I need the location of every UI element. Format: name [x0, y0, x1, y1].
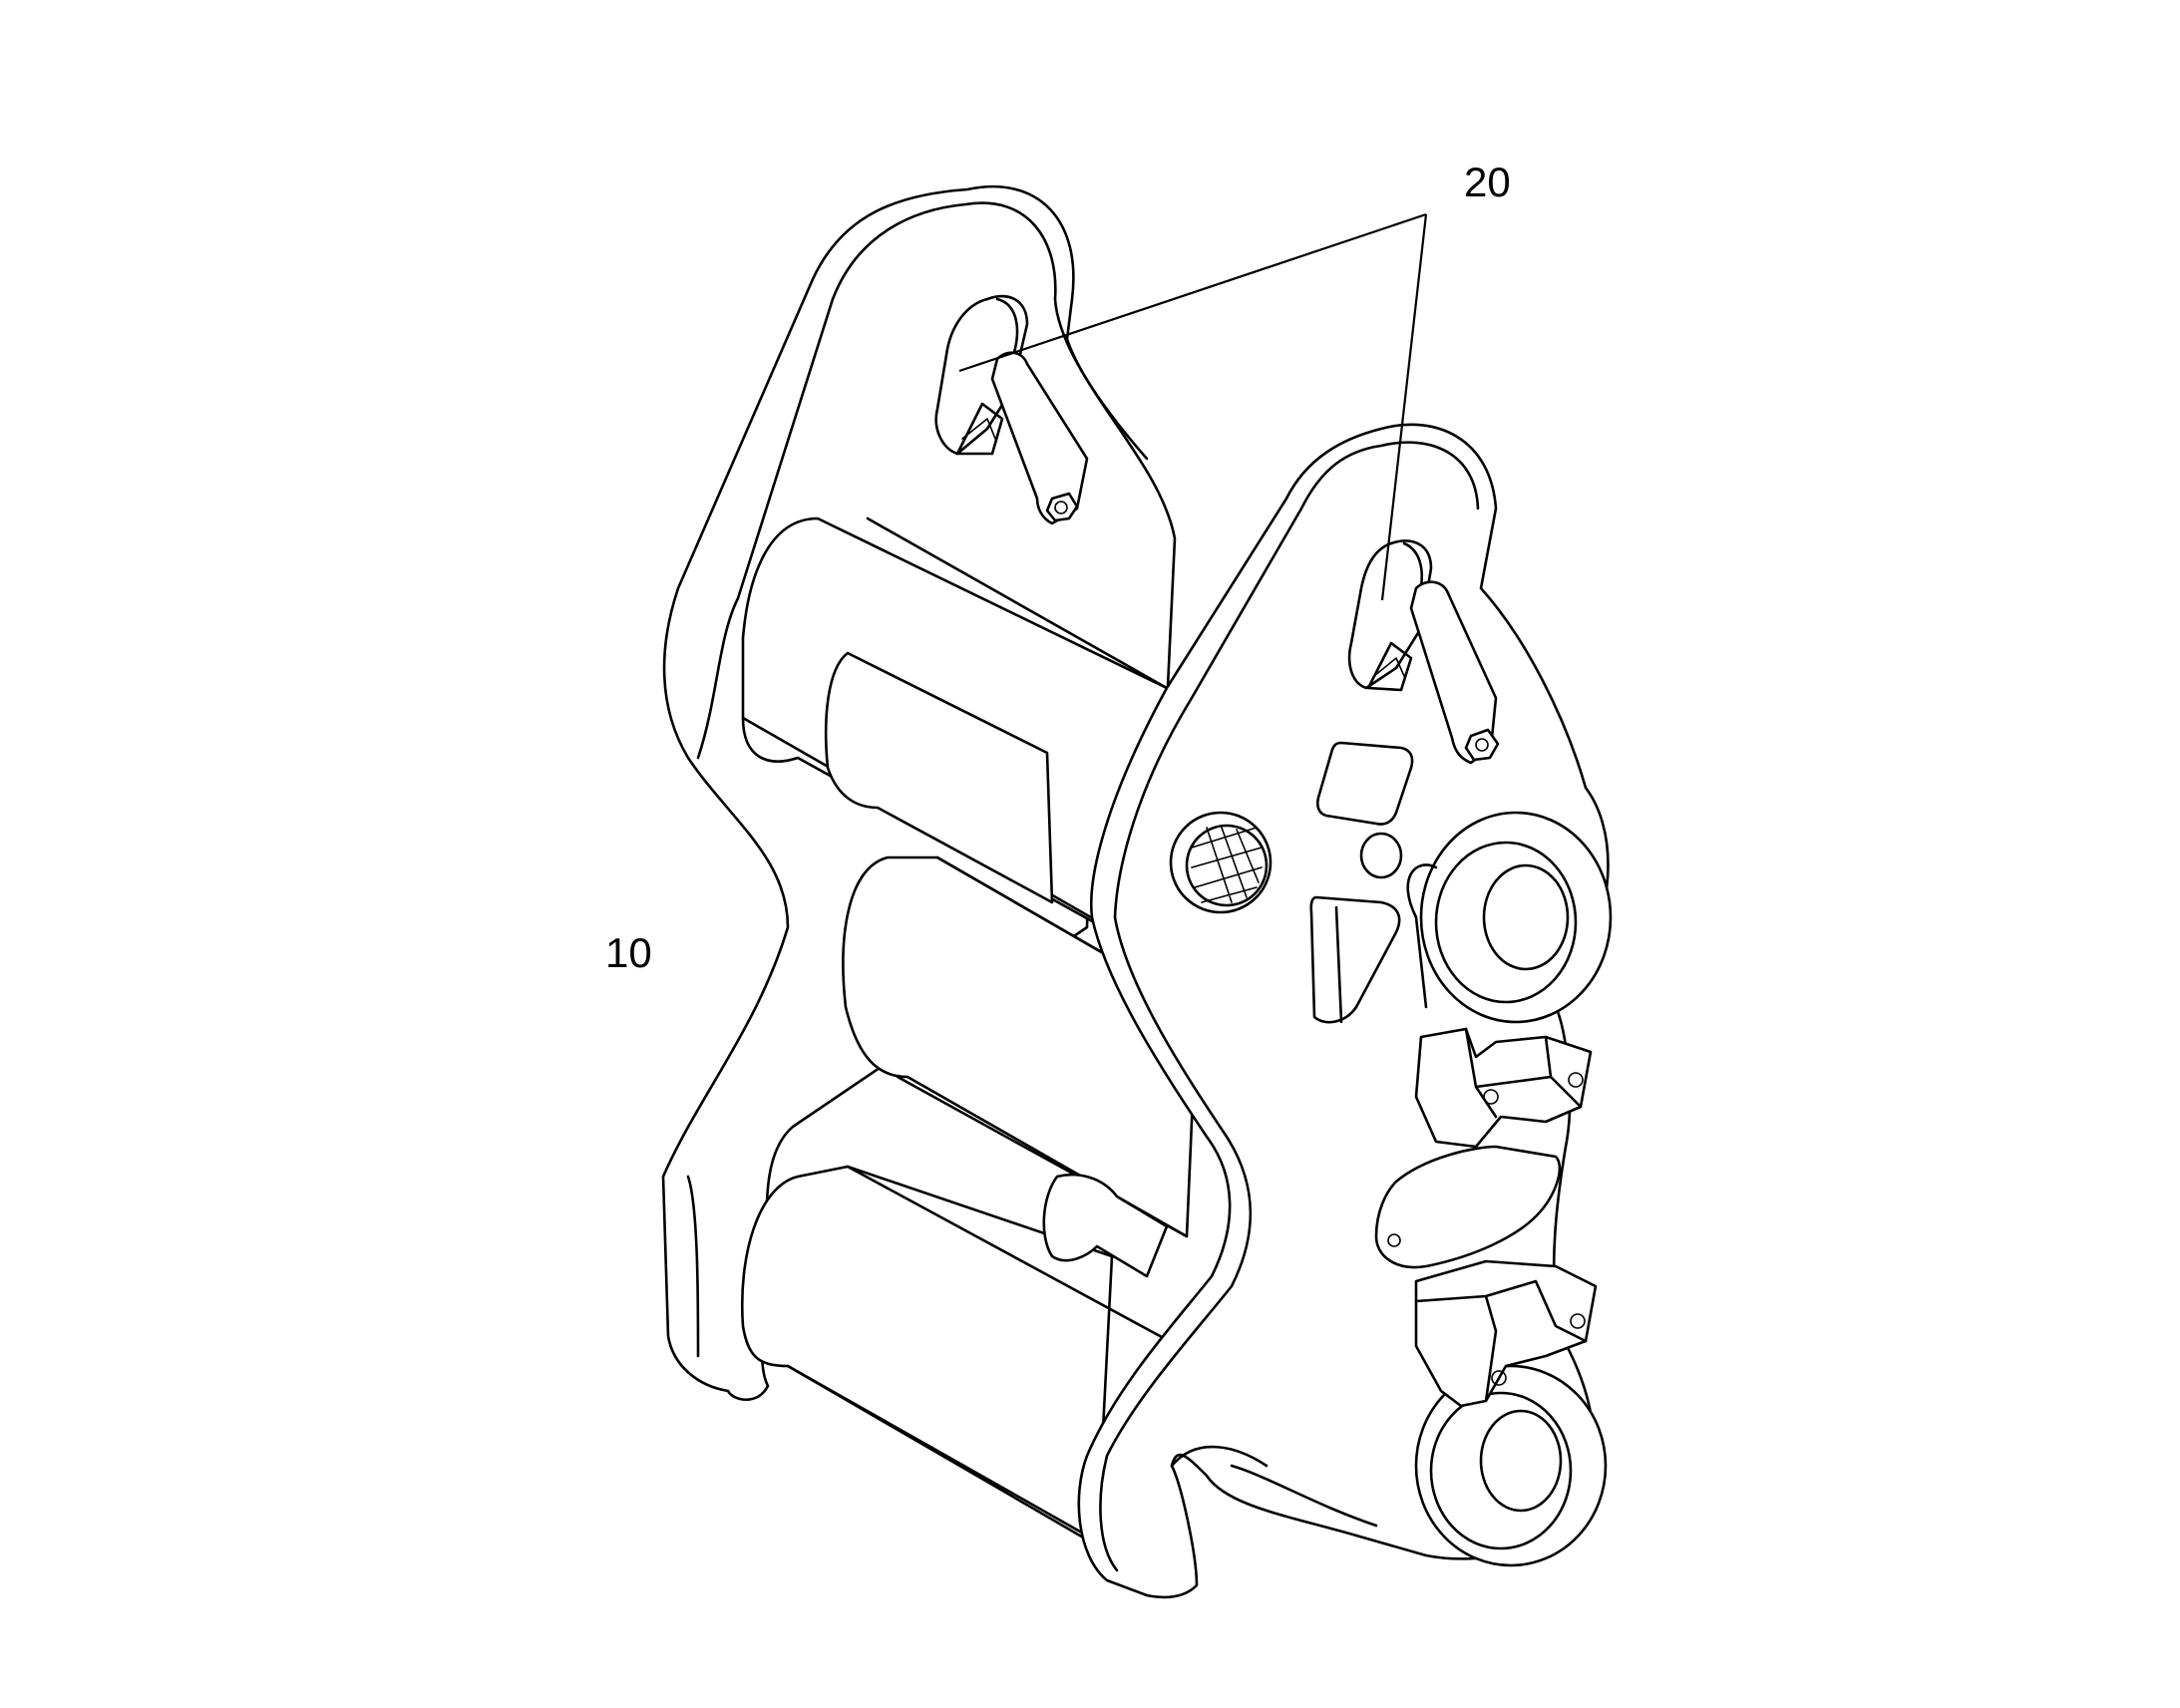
rounded-square-boss	[1315, 741, 1414, 826]
lower-pin-boss	[1414, 1364, 1608, 1567]
lower-bracket	[1414, 1259, 1598, 1408]
upper-bracket	[1414, 1027, 1593, 1149]
upper-pin-boss	[1406, 811, 1613, 1024]
small-round-boss	[1359, 832, 1403, 879]
link-plate	[1374, 1145, 1562, 1269]
cross-tube-upper	[741, 516, 1169, 959]
reference-numeral-20: 20	[1464, 159, 1511, 205]
grease-fitting	[1169, 811, 1272, 914]
lower-locking-hook	[1347, 539, 1500, 765]
cross-tube-lower	[741, 1165, 1199, 1547]
leader-lines-20	[958, 212, 1428, 601]
cross-tube-middle	[842, 855, 1199, 1238]
upper-locking-hook	[934, 294, 1089, 525]
triangular-lug	[1309, 895, 1401, 1024]
reference-numeral-10: 10	[605, 929, 652, 976]
